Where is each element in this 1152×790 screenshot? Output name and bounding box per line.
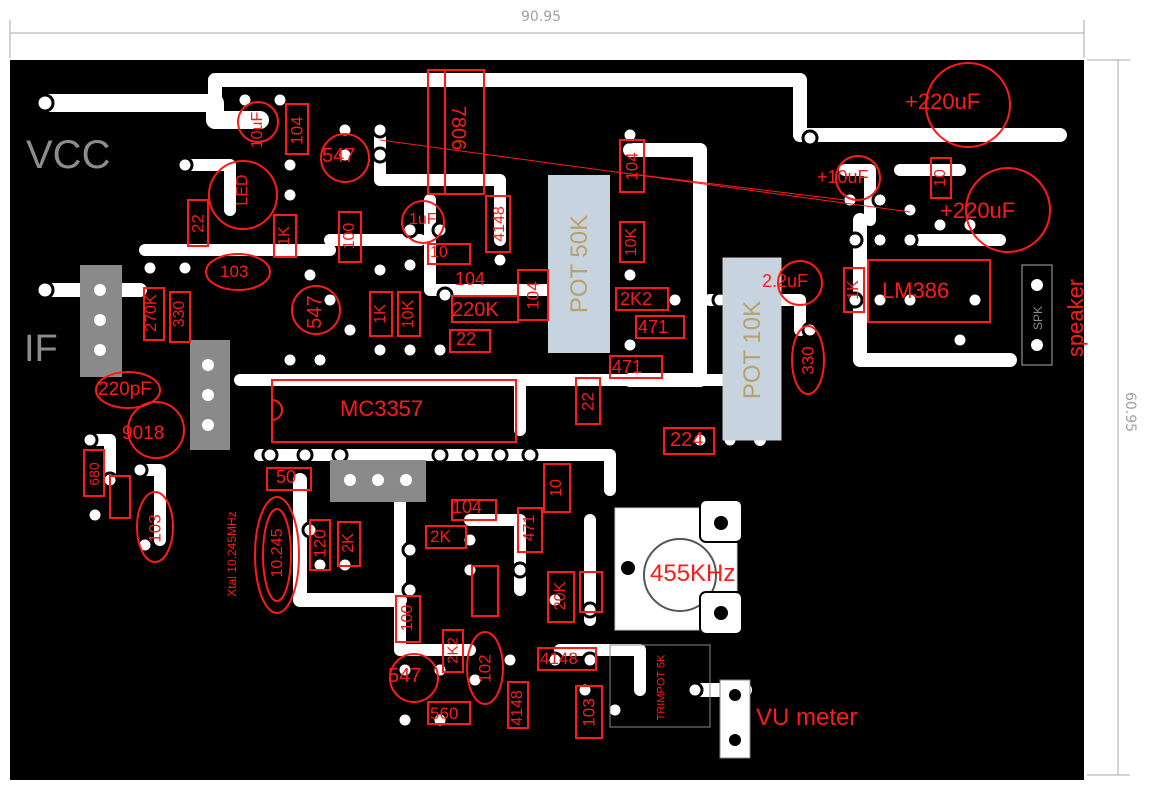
transistor-9018: 9018 [122, 423, 165, 444]
cap-1uf: 1uF [409, 211, 437, 228]
res-2k2-1: 2K2 [620, 289, 653, 309]
res-2k2-2: 2K2 [444, 637, 462, 664]
res-10-2: 10 [430, 244, 448, 261]
header-5k-label: 5K [388, 475, 400, 485]
res-10-1: 10 [932, 169, 949, 187]
res-100-1: 100 [341, 222, 358, 250]
pot-50k-body [548, 175, 610, 353]
res-2k-1: 2K [430, 527, 451, 546]
res-10k-2: 10K [400, 299, 417, 329]
cap-104-4: 104 [523, 281, 543, 310]
ic-mc3357: MC3357 [340, 396, 424, 421]
res-10-3: 10 [548, 479, 565, 497]
ic-7806: 7806 [447, 105, 469, 151]
pot-50k-label: POT 50K [566, 214, 593, 314]
res-2k-2: 2K [340, 533, 357, 553]
height-dimension: 60.95 [1122, 391, 1139, 433]
res-471-1: 471 [638, 317, 669, 337]
res-1k-2: 1K [372, 304, 389, 324]
res-22-1: 22 [188, 214, 208, 233]
led-label: LED [234, 174, 251, 206]
res-330: 330 [171, 300, 188, 328]
trimpot-outline [609, 644, 711, 728]
spk-label: SPK [1031, 306, 1045, 331]
filter-label: 455KHz [650, 560, 736, 587]
res-22-2: 22 [456, 329, 477, 349]
speaker-label: speaker [1063, 278, 1088, 358]
transistor-547-1: 547 [322, 145, 356, 167]
cap-680: 680 [86, 462, 102, 486]
silkscreen-outlines [83, 62, 1051, 739]
transistor-547-2: 547 [304, 295, 326, 329]
spk-outline [1021, 264, 1053, 366]
cap-120: 120 [310, 529, 330, 558]
cap-220uf-2: +220uF [940, 198, 1016, 223]
trimpot-label: TRIMPOT 5K [655, 654, 668, 721]
transistor-547-3: 547 [388, 665, 422, 687]
cap-50: 50 [276, 467, 297, 487]
res-1k-1: 1K [276, 226, 293, 246]
cap-103-3: 103 [579, 698, 599, 727]
cap-220pf: 220pF [98, 379, 152, 400]
res-471-3: 471 [521, 514, 538, 542]
cap-103-2: 103 [145, 514, 165, 543]
cap-104-3: 104 [455, 269, 486, 289]
cap-102: 102 [475, 654, 495, 683]
pot-10k-label: POT 10K [739, 300, 766, 400]
diode-4148-1: 4148 [491, 206, 508, 242]
cap-330: 330 [798, 346, 818, 375]
res-22-3: 22 [578, 392, 598, 411]
res-560: 560 [430, 704, 459, 723]
res-100-2: 100 [399, 604, 416, 632]
cap-224: 224 [670, 429, 704, 451]
cap-104-5: 104 [452, 497, 483, 517]
diode-4148-2: 4148 [540, 649, 578, 668]
res-1k-3: 1K [845, 280, 862, 300]
cap-104-1: 104 [287, 116, 307, 145]
ratsnest-line-2 [614, 171, 846, 201]
dimension-lines [9, 20, 1130, 776]
vcc-label: VCC [26, 133, 111, 177]
cap-220uf-1: +220uF [905, 89, 981, 114]
res-20k: 20K [552, 581, 569, 611]
res-220k: 220K [452, 299, 499, 321]
if-label: IF [24, 328, 58, 370]
cap-104-2: 104 [622, 152, 642, 181]
vu-meter-label: VU meter [756, 704, 858, 731]
res-270k: 270K [143, 294, 160, 332]
cap-10uf-1: +10uF [817, 167, 869, 187]
ic-lm386: LM386 [882, 278, 950, 303]
width-dimension: 90.95 [521, 9, 562, 25]
diode-4148-3: 4148 [509, 690, 526, 726]
pot-10k-body [722, 257, 782, 441]
res-10k-1: 10K [623, 227, 640, 257]
res-471-2: 471 [612, 357, 643, 377]
cap-2-2uf: 2.2uF [762, 271, 809, 291]
crystal-label: Xtal 10.245MHz [225, 511, 239, 597]
crystal-value: 10.245 [269, 528, 286, 578]
cap-103-1: 103 [220, 262, 249, 281]
cap-10uf-2: 10uF [249, 111, 266, 149]
